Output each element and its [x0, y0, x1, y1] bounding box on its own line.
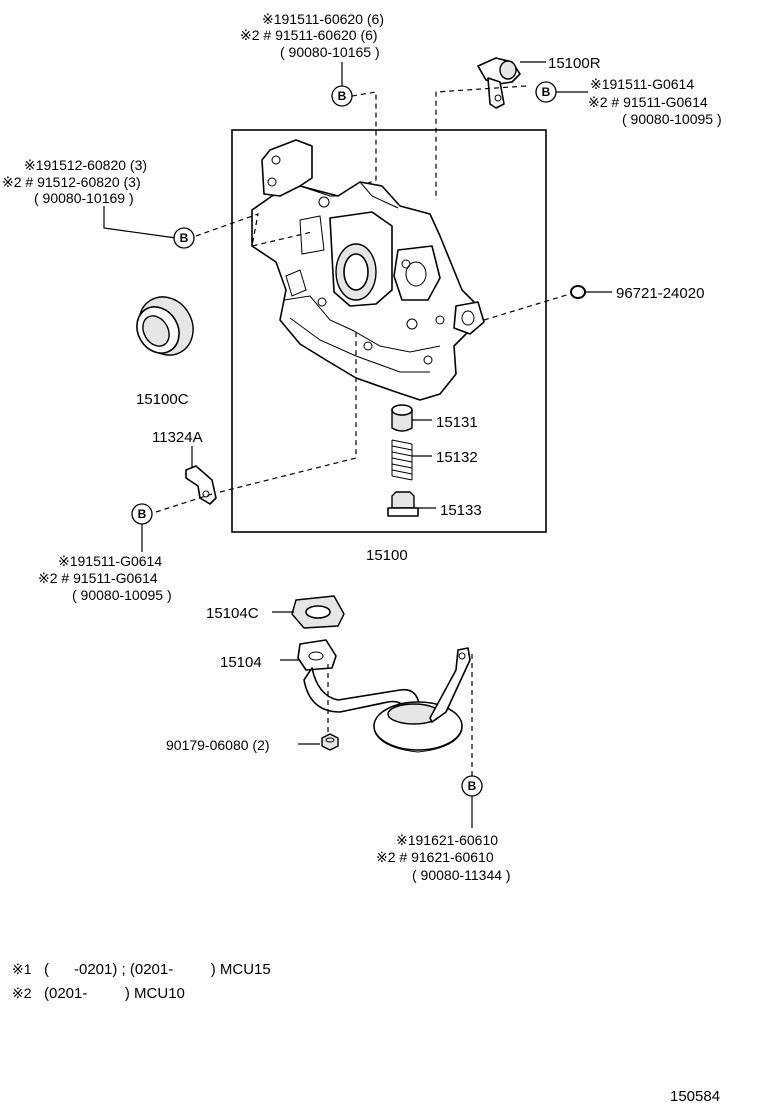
label-15100R: 15100R — [548, 55, 601, 72]
label-15132: 15132 — [436, 449, 478, 466]
label-15133: 15133 — [440, 502, 482, 519]
strainer-15104 — [297, 639, 471, 753]
callout-left-line-1: ※191512-60820 (3) — [24, 157, 147, 173]
callout-bottom-line-3: ( 90080-11344 ) — [412, 867, 511, 883]
bolt-marker-left-text: B — [180, 231, 189, 245]
callout-lower-line-2: ※2 # 91511-G0614 — [38, 570, 158, 586]
callout-lower-line-1: ※191511-G0614 — [58, 553, 162, 569]
callout-top-line-2: ※2 # 91511-60620 (6) — [240, 27, 378, 43]
note-2-mark: ※2 — [12, 985, 32, 1001]
callout-lower-line-3: ( 90080-10095 ) — [72, 587, 172, 603]
callout-right-line-1: ※191511-G0614 — [590, 76, 694, 92]
callout-bottom: ※191621-60610 ※2 # 91621-60610 ( 90080-1… — [376, 832, 511, 883]
callout-left: ※191512-60820 (3) ※2 # 91512-60820 (3) (… — [2, 157, 147, 206]
callout-left-line-2: ※2 # 91512-60820 (3) — [2, 174, 141, 190]
diagram-id: 150584 — [670, 1088, 720, 1105]
callout-bottom-line-1: ※191621-60610 — [396, 832, 498, 848]
bolt-marker-bottom: B — [461, 775, 483, 828]
label-15131: 15131 — [436, 414, 478, 431]
relief-valve-15131 — [391, 404, 413, 432]
o-ring-96721 — [570, 285, 586, 299]
callout-top: ※191511-60620 (6) ※2 # 91511-60620 (6) (… — [240, 11, 384, 60]
callout-right-line-2: ※2 # 91511-G0614 — [588, 94, 708, 110]
label-15104C: 15104C — [206, 605, 259, 622]
note-1-mark: ※1 — [12, 961, 32, 977]
bolt-marker-top-text: B — [338, 89, 347, 103]
callout-left-line-3: ( 90080-10169 ) — [34, 190, 134, 206]
bolt-marker-top: B — [331, 62, 353, 107]
label-90179: 90179-06080 (2) — [166, 737, 270, 753]
callout-top-line-1: ※191511-60620 (6) — [262, 11, 384, 27]
bolt-marker-right-text: B — [542, 85, 551, 99]
bolt-marker-left: B — [103, 206, 195, 249]
assembly-box-15100 — [231, 129, 547, 533]
oil-seal-15100C — [136, 296, 194, 356]
label-96721: 96721-24020 — [616, 285, 704, 302]
callout-right: ※191511-G0614 ※2 # 91511-G0614 ( 90080-1… — [588, 76, 722, 127]
callout-top-line-3: ( 90080-10165 ) — [280, 44, 380, 60]
label-11324A: 11324A — [152, 429, 203, 446]
label-15100C: 15100C — [136, 391, 189, 408]
plug-15133 — [387, 491, 419, 517]
note-1-text: ( -0201) ; (0201- ) MCU15 — [44, 961, 271, 978]
oil-pump-body — [251, 139, 485, 401]
label-15100: 15100 — [366, 547, 408, 564]
note-2-text: (0201- ) MCU10 — [44, 985, 185, 1002]
bolt-marker-lower: B — [131, 503, 153, 552]
callout-lower: ※191511-G0614 ※2 # 91511-G0614 ( 90080-1… — [38, 553, 172, 603]
bolt-marker-lower-text: B — [138, 507, 147, 521]
callout-bottom-line-2: ※2 # 91621-60610 — [376, 849, 494, 865]
label-15104: 15104 — [220, 654, 262, 671]
gasket-15104C — [291, 595, 345, 629]
spring-15132 — [391, 439, 413, 481]
notes: ※1 ( -0201) ; (0201- ) MCU15 ※2 (0201- )… — [12, 961, 271, 1002]
bolt-marker-bottom-text: B — [468, 779, 477, 793]
nut-90179 — [321, 733, 339, 751]
bolt-marker-right: B — [535, 81, 588, 103]
callout-right-line-3: ( 90080-10095 ) — [622, 111, 722, 127]
bracket-11324A — [185, 465, 217, 505]
crank-sensor-15100R — [477, 57, 521, 109]
